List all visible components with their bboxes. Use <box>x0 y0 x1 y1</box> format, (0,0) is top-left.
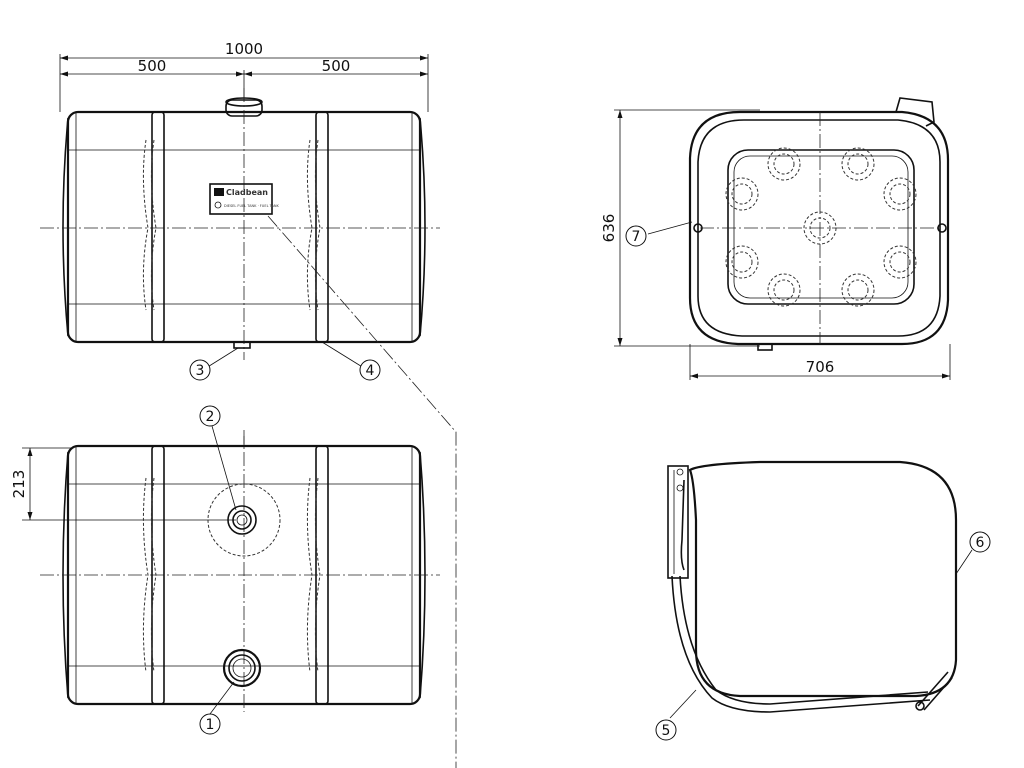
sender-unit <box>207 483 281 557</box>
strap-band <box>671 575 931 713</box>
strap-left-top <box>142 111 165 343</box>
callout-4: 4 <box>359 359 381 381</box>
strap-right-top <box>306 111 329 343</box>
mounting-bracket <box>667 465 689 579</box>
strap-tank-outline <box>688 460 958 698</box>
svg-text:7: 7 <box>632 229 641 245</box>
strap-view <box>667 460 973 719</box>
filler-cap <box>222 648 262 688</box>
strap-right-front <box>306 445 329 705</box>
svg-text:2: 2 <box>206 409 215 425</box>
baffle-holes <box>725 147 917 307</box>
length-dimension: 1000 500 500 <box>59 40 429 112</box>
svg-text:3: 3 <box>196 363 205 379</box>
dim-1000: 1000 <box>225 40 263 58</box>
front-view: 213 <box>10 425 440 715</box>
svg-text:5: 5 <box>662 723 671 739</box>
callout-3: 3 <box>189 359 211 381</box>
svg-text:4: 4 <box>366 363 375 379</box>
svg-text:6: 6 <box>976 535 985 551</box>
filler-offset-dimension: 213 <box>10 447 236 521</box>
dim-500-right: 500 <box>322 57 351 75</box>
dim-706: 706 <box>806 358 835 376</box>
strap-left-front <box>142 445 165 705</box>
nameplate-subtitle: DIESEL FUEL TANK · FUEL TANK <box>224 204 280 208</box>
tension-bolt <box>915 671 953 711</box>
callout-6: 6 <box>969 531 991 553</box>
dim-213: 213 <box>10 470 28 499</box>
callout-1: 1 <box>199 713 221 735</box>
callout-7: 7 <box>625 225 647 247</box>
svg-text:1: 1 <box>206 717 215 733</box>
dim-500-left: 500 <box>138 57 167 75</box>
callout-5: 5 <box>655 719 677 741</box>
nameplate-brand: Cladbean <box>226 188 268 197</box>
callout-2: 2 <box>199 405 221 427</box>
top-view: 1000 500 500 <box>40 40 457 768</box>
dim-636: 636 <box>600 214 618 243</box>
nameplate: Cladbean DIESEL FUEL TANK · FUEL TANK <box>209 183 280 215</box>
side-view: 636 706 <box>600 97 951 380</box>
